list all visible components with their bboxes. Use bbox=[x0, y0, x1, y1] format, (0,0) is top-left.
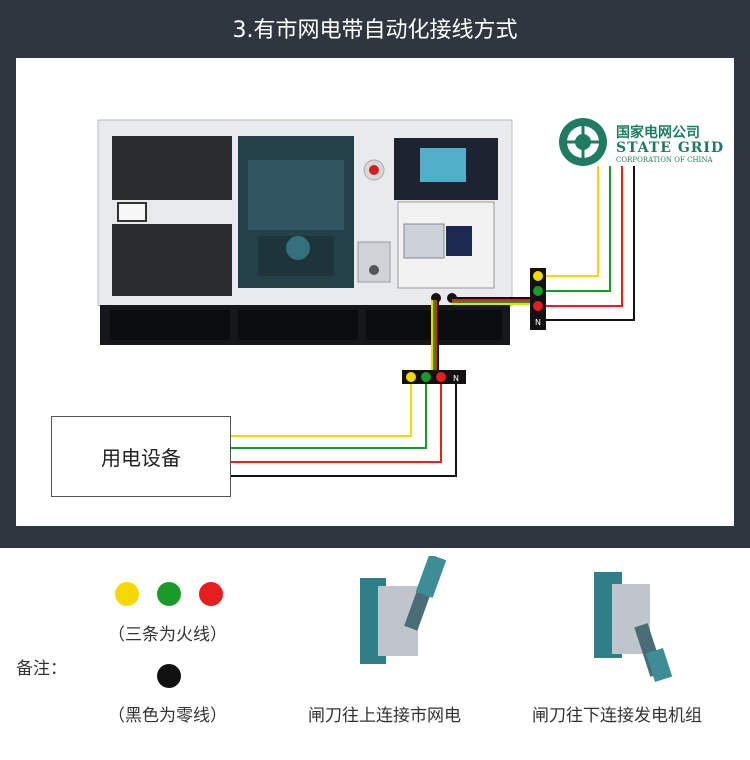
generator-illustration bbox=[97, 119, 513, 345]
terminal-u-equip bbox=[406, 372, 416, 382]
terminal-w-grid bbox=[533, 301, 543, 311]
neutral-wire-note: （黑色为零线） bbox=[108, 706, 227, 726]
wiring-diagram: N N bbox=[97, 118, 635, 477]
state-grid-wires bbox=[546, 166, 635, 321]
state-grid-name-cn: 国家电网公司 bbox=[616, 125, 700, 141]
black-dot-icon bbox=[157, 664, 181, 688]
state-grid-logo bbox=[559, 118, 607, 166]
terminal-v-grid bbox=[533, 286, 543, 296]
equipment-box: 用电设备 bbox=[51, 416, 231, 497]
page-title: 3.有市网电带自动化接线方式 bbox=[232, 18, 518, 43]
green-dot-icon bbox=[157, 582, 181, 606]
knife-switch-up-icon bbox=[360, 556, 447, 664]
yellow-dot-icon bbox=[115, 582, 139, 606]
svg-text:N: N bbox=[535, 318, 541, 327]
switch-up-note: 闸刀往上连接市网电 bbox=[308, 706, 461, 726]
grid-input-wires bbox=[452, 297, 530, 305]
equipment-wires bbox=[230, 384, 457, 477]
knife-switch-down-icon bbox=[594, 572, 673, 683]
grid-terminal-block: N bbox=[530, 268, 546, 330]
generator-output-wires bbox=[431, 300, 439, 372]
equipment-terminal-block: N bbox=[402, 370, 466, 384]
state-grid-name-en-sub: CORPORATION OF CHINA bbox=[616, 156, 713, 164]
live-wires-note: （三条为火线） bbox=[108, 625, 227, 645]
state-grid-name-en: STATE GRID bbox=[616, 140, 725, 156]
terminal-v-equip bbox=[421, 372, 431, 382]
terminal-u-grid bbox=[533, 271, 543, 281]
notes-label: 备注： bbox=[16, 659, 67, 679]
red-dot-icon bbox=[199, 582, 223, 606]
terminal-w-equip bbox=[436, 372, 446, 382]
svg-text:N: N bbox=[453, 374, 459, 383]
switch-down-note: 闸刀往下连接发电机组 bbox=[532, 706, 702, 726]
